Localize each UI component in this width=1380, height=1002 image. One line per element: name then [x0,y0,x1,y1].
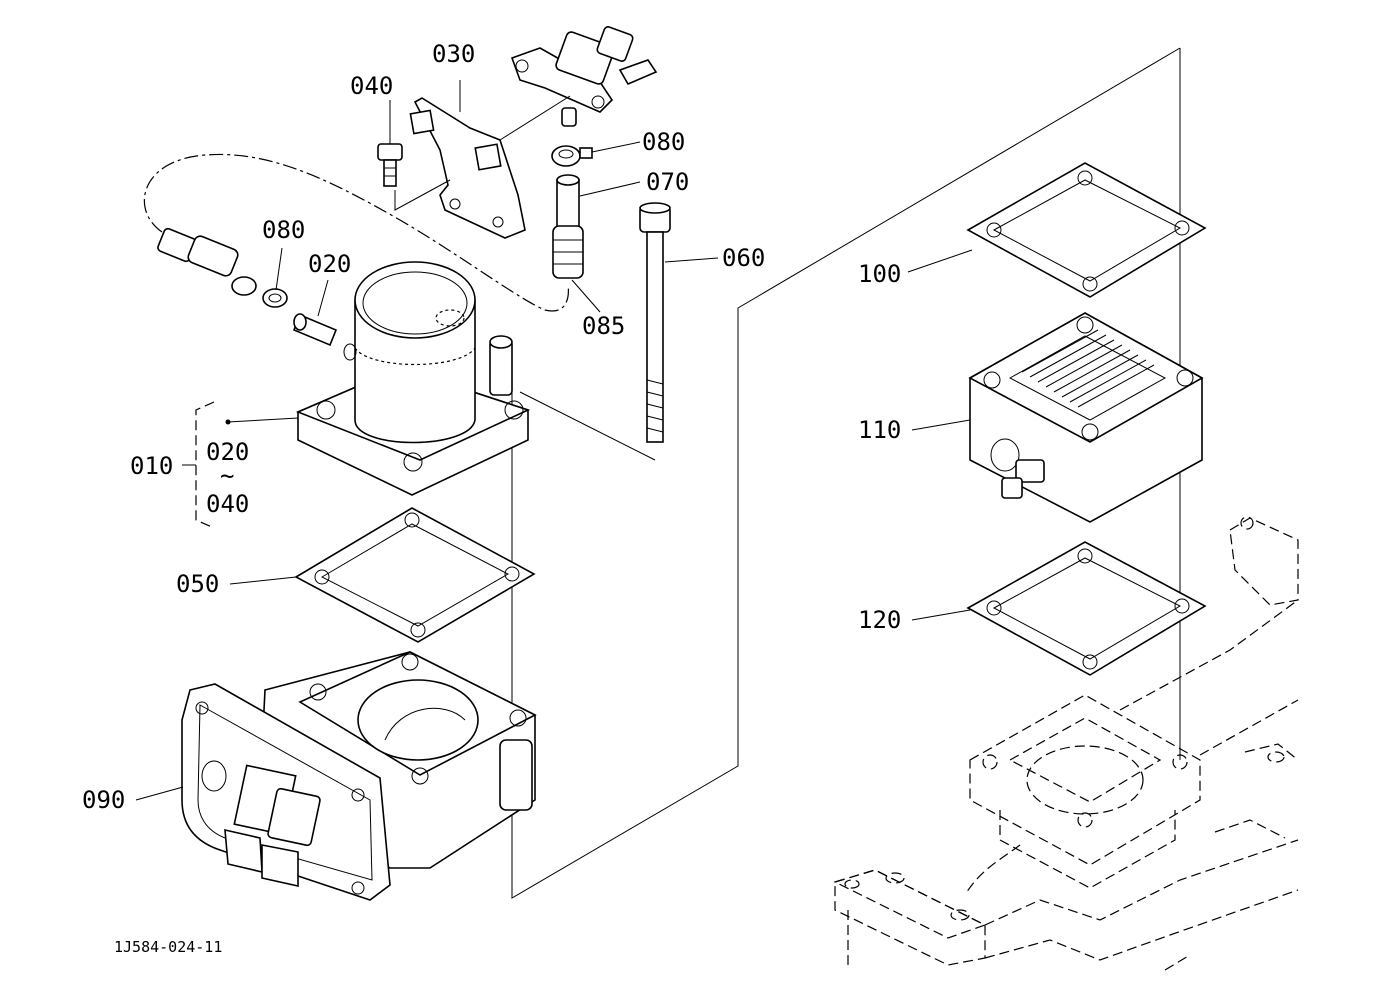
label-tilde: ~ [220,462,234,490]
label-020: 020 [308,250,351,278]
label-030: 030 [432,40,475,68]
intake-heater-110 [968,312,1204,523]
part-labels: 030 040 080 070 060 080 020 085 010 020 … [82,40,901,956]
map-sensor [499,26,658,141]
long-bolt-060 [639,202,671,443]
label-040: 040 [350,72,393,100]
assembly-bracket [182,401,215,529]
hose-clamp-left [262,288,288,308]
hose-pipe-020 [292,313,338,347]
leader-lines [135,80,973,801]
gasket-120 [966,541,1207,676]
label-110: 110 [858,416,901,444]
label-040-range: 040 [206,490,249,518]
label-090: 090 [82,786,125,814]
label-050: 050 [176,570,219,598]
gasket-100 [966,162,1207,298]
label-080-top: 080 [642,128,685,156]
heater-grid [1021,329,1155,408]
drawing-reference: 1J584-024-11 [114,938,222,956]
hose-clamp-080-top [551,145,593,167]
label-085: 085 [582,312,625,340]
intake-flange-010 [295,261,531,496]
intake-manifold [833,516,1299,971]
hose-070 [556,174,580,231]
label-080-left: 080 [262,216,305,244]
gasket-050 [294,507,536,643]
label-020-range: 020 [206,438,249,466]
label-100: 100 [858,260,901,288]
bracket-030 [394,97,526,239]
label-120: 120 [858,606,901,634]
label-070: 070 [646,168,689,196]
label-060: 060 [722,244,765,272]
throttle-body-090 [181,651,537,901]
label-010: 010 [130,452,173,480]
bolt-040 [377,143,403,187]
fitting-085 [552,225,584,279]
harness-connector [157,227,257,296]
sensor-harness [143,153,570,347]
